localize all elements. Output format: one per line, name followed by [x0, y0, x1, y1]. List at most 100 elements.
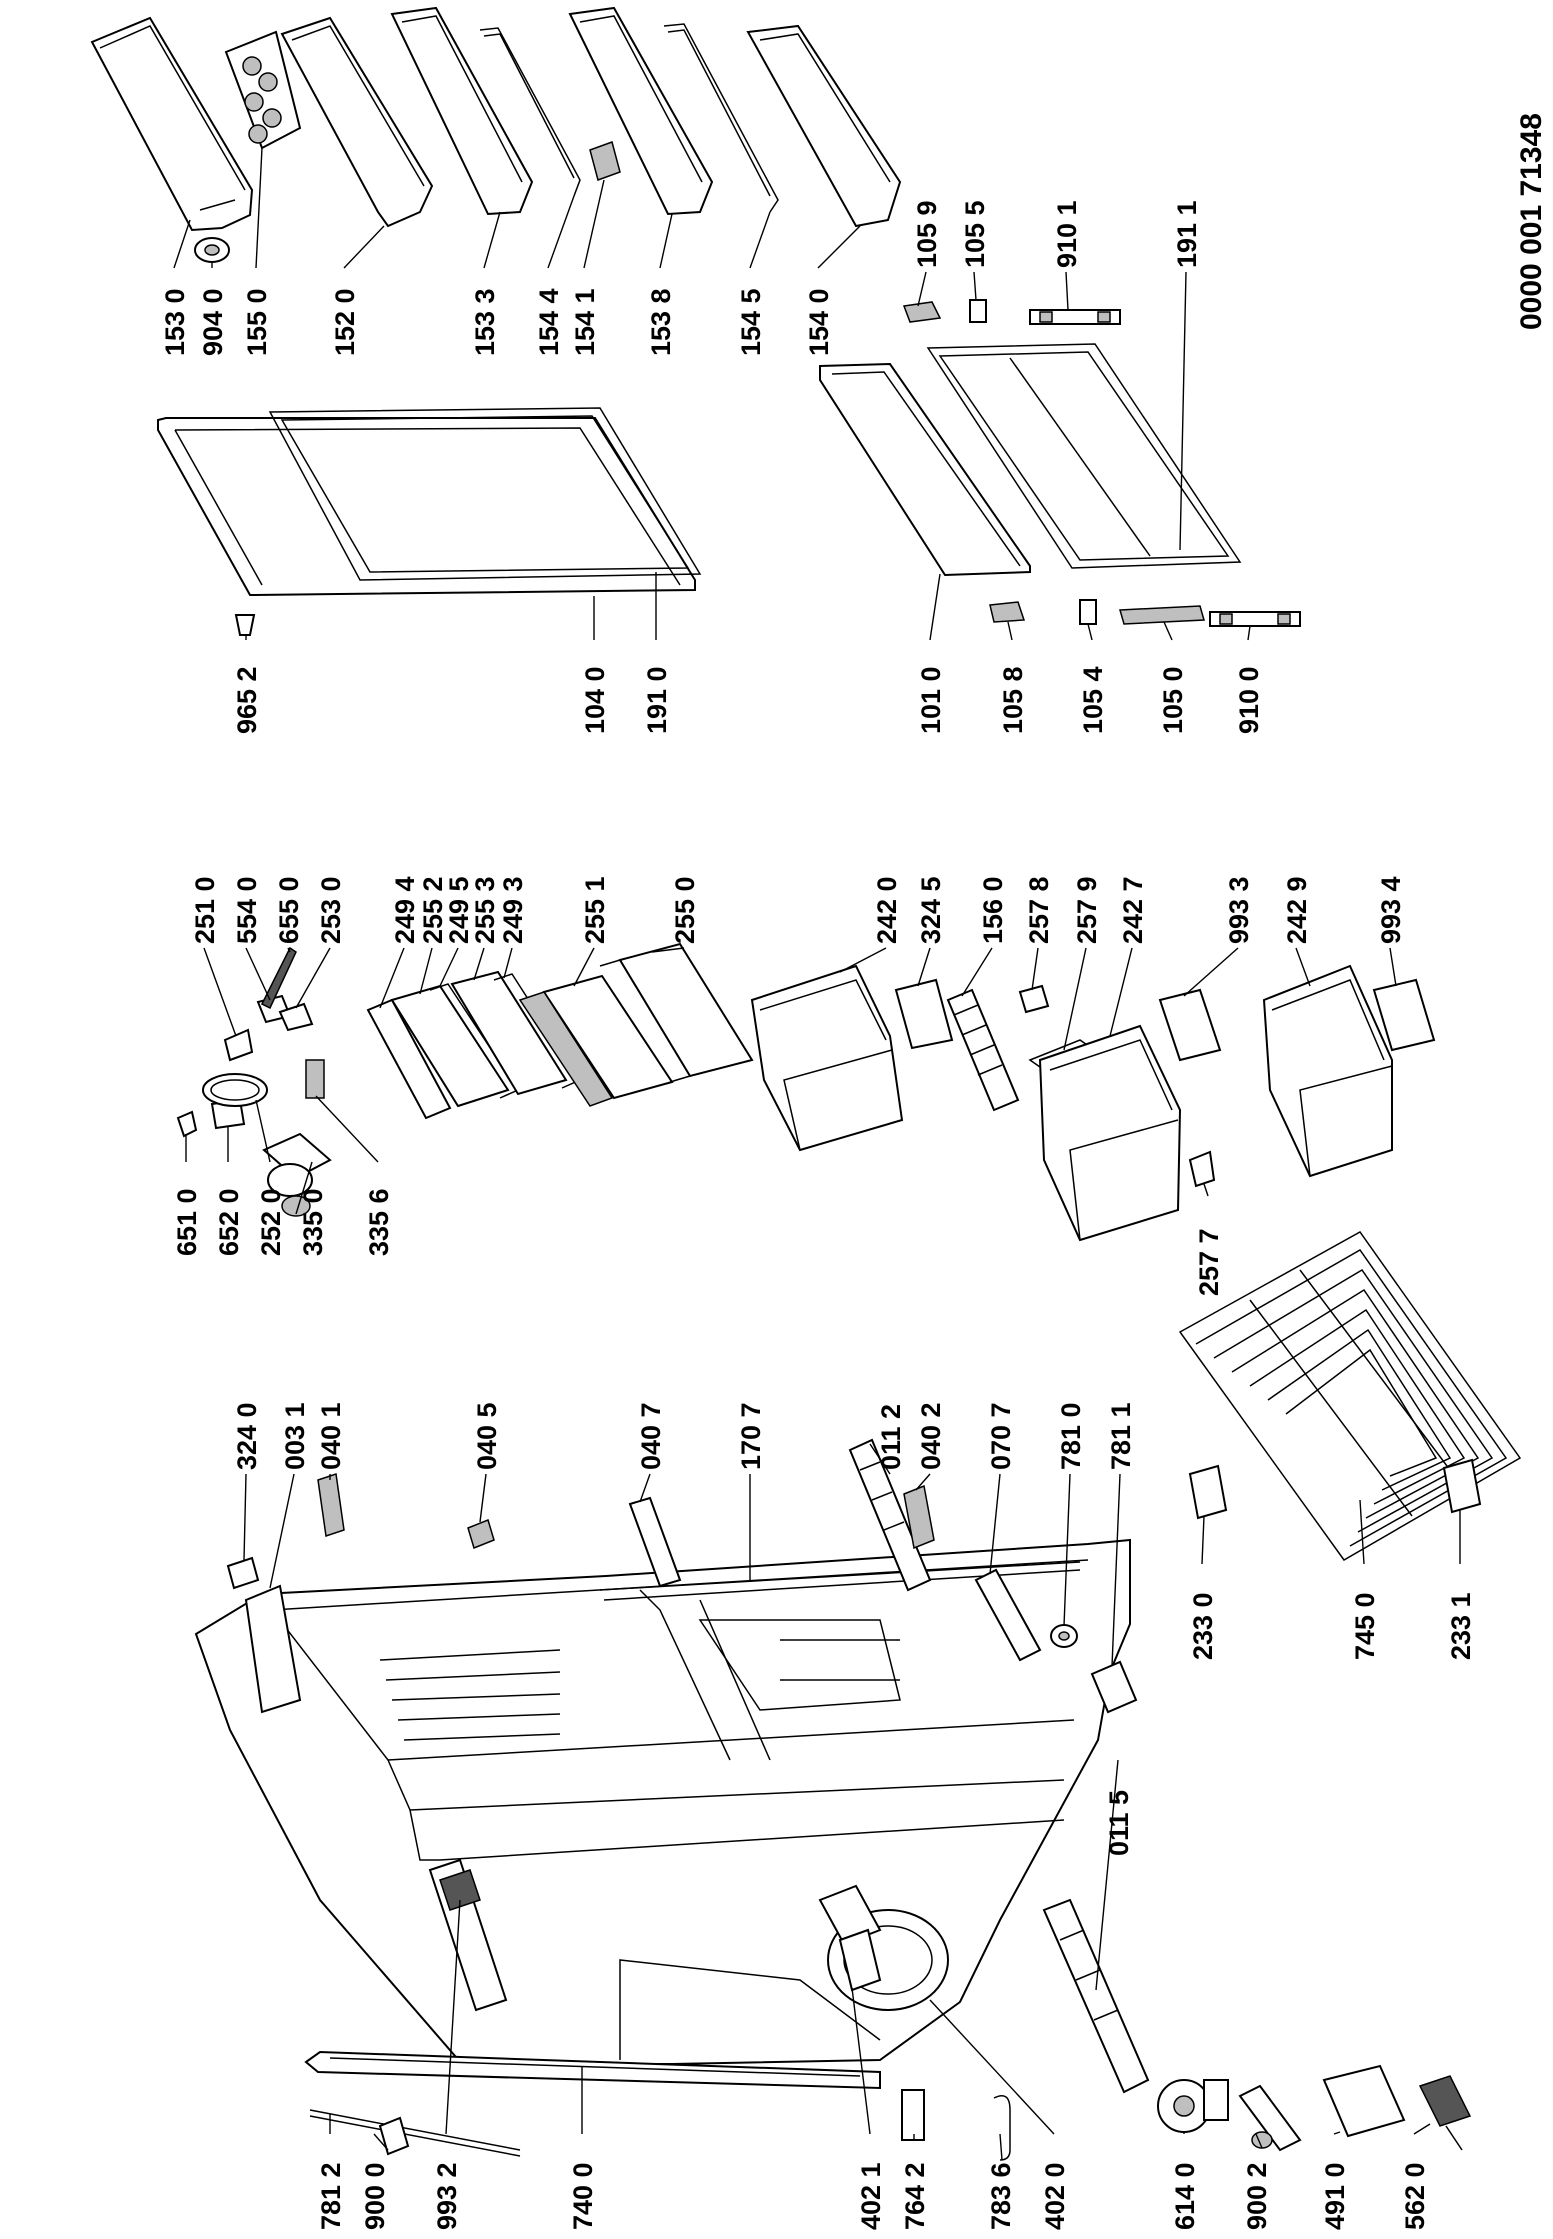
bracket-040-1: [317, 1473, 345, 1537]
label-993-4: 993 4: [1376, 876, 1406, 944]
label-249-3: 249 3: [498, 876, 528, 944]
label-255-2: 255 2: [418, 876, 448, 944]
label-651-0: 651 0: [172, 1188, 202, 1256]
hinge-910-0: [1209, 611, 1301, 627]
label-154-5: 154 5: [736, 288, 766, 356]
label-993-3: 993 3: [1224, 876, 1254, 944]
hinge-105-9: [902, 301, 942, 323]
glass-shelf-255-3: [450, 970, 568, 1096]
drawer-242-7: [1038, 1024, 1182, 1242]
egg-tray-155-0: [224, 30, 302, 150]
condenser-745-0: [1178, 1231, 1522, 1561]
label-003-1: 003 1: [280, 1402, 310, 1470]
clip-154-1: [589, 141, 621, 181]
label-105-4: 105 4: [1078, 666, 1108, 734]
document-id: 0000 001 71348: [1515, 113, 1548, 330]
label-257-9: 257 9: [1072, 876, 1102, 944]
seal-strip-170-7: [599, 1561, 1081, 1601]
label-105-5: 105 5: [960, 200, 990, 268]
label-257-8: 257 8: [1024, 876, 1054, 944]
label-255-1: 255 1: [580, 876, 610, 944]
label-156-0: 156 0: [978, 876, 1008, 944]
label-764-2: 764 2: [900, 2162, 930, 2230]
drain-764-2: [901, 2089, 925, 2141]
hinge-011-5: [1042, 1898, 1150, 2094]
cover-070-7: [974, 1568, 1042, 1662]
relay-402-1: [818, 1884, 882, 1992]
label-152-0: 152 0: [330, 288, 360, 356]
label-402-1: 402 1: [856, 2162, 886, 2230]
label-783-6: 783 6: [986, 2162, 1016, 2230]
label-781-2: 781 2: [316, 2162, 346, 2230]
thermostat-assembly: [176, 946, 332, 1217]
label-904-0: 904 0: [198, 288, 228, 356]
label-402-0: 402 0: [1040, 2162, 1070, 2230]
cap-904-0: [194, 237, 230, 263]
cover-324-5: [894, 978, 954, 1050]
lamp-993-2: [428, 1858, 508, 2012]
bar-154-5: [663, 23, 779, 213]
label-153-8: 153 8: [646, 288, 676, 356]
label-562-0: 562 0: [1400, 2162, 1430, 2230]
clip-257-8: [1018, 984, 1050, 1014]
label-253-0: 253 0: [316, 876, 346, 944]
label-233-0: 233 0: [1188, 1592, 1218, 1660]
label-324-0: 324 0: [232, 1402, 262, 1470]
bush-781-0: [1050, 1624, 1078, 1648]
label-153-3: 153 3: [470, 288, 500, 356]
label-249-4: 249 4: [390, 876, 420, 944]
bracket-040-5: [467, 1518, 495, 1550]
label-255-3: 255 3: [470, 876, 500, 944]
lamp-holder-900-2: [1238, 2084, 1302, 2152]
label-910-0: 910 0: [1234, 666, 1264, 734]
label-153-0: 153 0: [160, 288, 190, 356]
handle-740-0: [304, 2050, 881, 2090]
label-group-bottom: 781 2 900 0 993 2 740 0 402 1 764 2 783 …: [316, 2162, 1430, 2230]
label-324-5: 324 5: [916, 876, 946, 944]
label-105-9: 105 9: [912, 200, 942, 268]
door-104-0: [157, 417, 696, 597]
label-191-0: 191 0: [642, 666, 672, 734]
glass-shelf-255-2: [390, 984, 510, 1108]
label-242-7: 242 7: [1118, 876, 1148, 944]
bar-154-4: [479, 27, 581, 197]
label-781-0: 781 0: [1056, 1402, 1086, 1470]
bush-105-5: [969, 299, 987, 323]
label-242-9: 242 9: [1282, 876, 1312, 944]
label-011-5: 011 5: [1104, 1790, 1134, 1856]
thermostat-614-0: [1157, 2079, 1229, 2133]
hinge-910-1: [1029, 309, 1121, 325]
label-781-1: 781 1: [1106, 1402, 1136, 1470]
label-040-1: 040 1: [316, 1402, 346, 1470]
label-255-0: 255 0: [670, 876, 700, 944]
label-011-2: 011 2: [876, 1404, 906, 1470]
door-101-0: [819, 362, 1031, 577]
bar-781-2: [309, 2109, 521, 2157]
label-652-0: 652 0: [214, 1188, 244, 1256]
foot-781-1: [1090, 1660, 1138, 1714]
label-257-7: 257 7: [1194, 1228, 1224, 1296]
hose-783-6: [993, 2095, 1011, 2161]
door-bin-154-0: [746, 24, 902, 228]
label-554-0: 554 0: [232, 876, 262, 944]
label-249-5: 249 5: [444, 876, 474, 944]
label-group-top: 153 0 904 0 155 0 152 0 153 3 154 4 154 …: [160, 113, 1548, 356]
clip-257-7: [1188, 1150, 1216, 1188]
plug-965-2: [234, 614, 256, 636]
cover-993-4: [1372, 978, 1436, 1052]
door-bin-153-0: [90, 16, 254, 232]
hinge-105-8: [989, 601, 1026, 623]
clip-900-0: [378, 2116, 410, 2156]
rail-003-1: [244, 1584, 302, 1714]
label-251-0: 251 0: [190, 876, 220, 944]
label-154-4: 154 4: [534, 288, 564, 356]
label-040-7: 040 7: [636, 1402, 666, 1470]
label-655-0: 655 0: [274, 876, 304, 944]
gasket-191-0: [268, 407, 702, 581]
label-900-2: 900 2: [1242, 2162, 1272, 2230]
support-233-0: [1188, 1464, 1228, 1520]
label-745-0: 745 0: [1350, 1592, 1380, 1660]
connector-562-0: [1418, 2075, 1472, 2151]
label-335-6: 335 6: [364, 1188, 394, 1256]
